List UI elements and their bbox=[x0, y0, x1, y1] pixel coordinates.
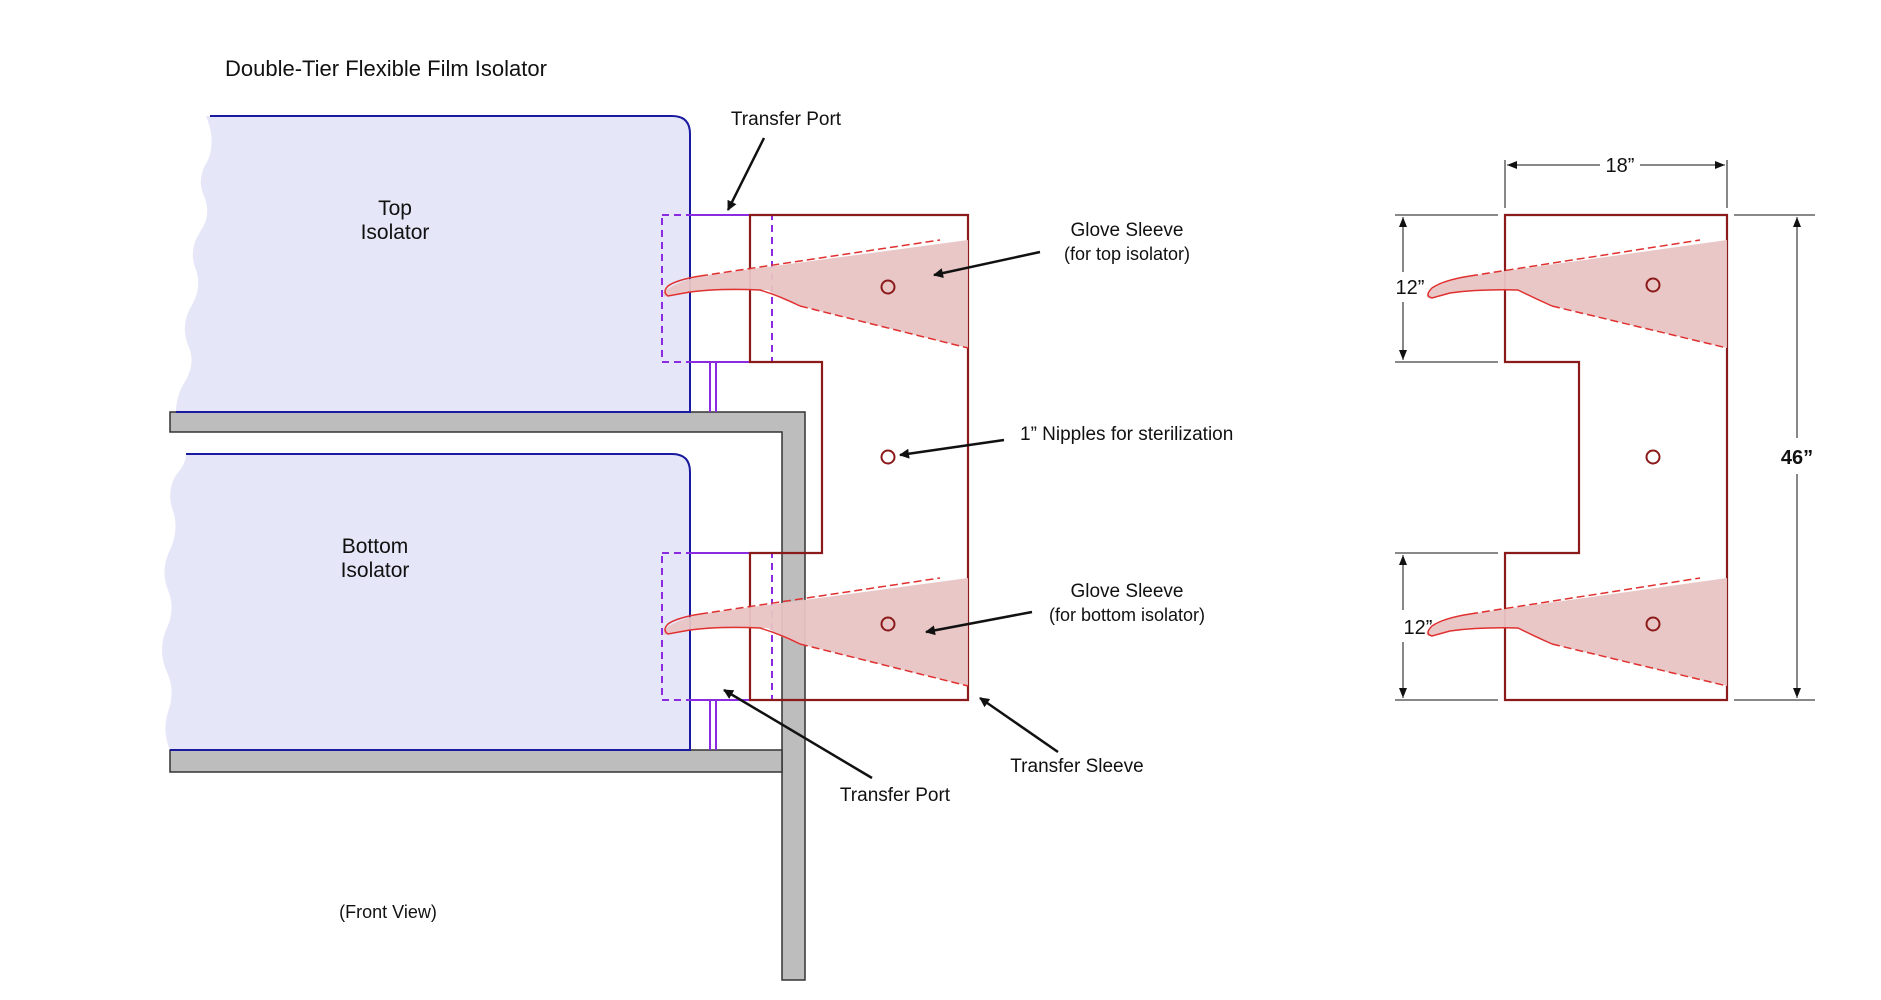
bottom-isolator: Bottom Isolator bbox=[162, 453, 691, 751]
glove-sleeve-top-front bbox=[663, 239, 969, 349]
arrow-nipples bbox=[899, 438, 1005, 459]
arrow-glove-sleeve-top bbox=[933, 250, 1041, 278]
label-glove-sleeve-bottom-line1: Glove Sleeve bbox=[1070, 581, 1183, 602]
dim-bottom-glove: 12” bbox=[1404, 617, 1433, 639]
bottom-isolator-label-line1: Bottom bbox=[342, 535, 409, 558]
transfer-sleeve-dimensioned bbox=[1426, 213, 1729, 702]
dimension-lines bbox=[1395, 160, 1815, 701]
label-transfer-sleeve: Transfer Sleeve bbox=[1010, 756, 1143, 777]
top-isolator-label-line1: Top bbox=[378, 197, 412, 220]
glove-sleeve-bottom-dim bbox=[1426, 577, 1728, 687]
dim-height: 46” bbox=[1781, 447, 1813, 469]
nipple-top-front bbox=[880, 279, 896, 295]
top-isolator: Top Isolator bbox=[176, 115, 691, 413]
label-transfer-port-bottom: Transfer Port bbox=[840, 785, 951, 806]
support-shelf bbox=[169, 411, 806, 981]
bottom-isolator-label-line2: Isolator bbox=[341, 559, 410, 582]
diagram-title: Double-Tier Flexible Film Isolator bbox=[225, 56, 547, 81]
arrow-glove-sleeve-bottom bbox=[925, 610, 1033, 636]
glove-sleeve-top-dim bbox=[1426, 239, 1728, 349]
front-view-label: (Front View) bbox=[339, 902, 437, 922]
glove-sleeve-bottom-front bbox=[663, 577, 969, 687]
arrow-transfer-port-top bbox=[726, 137, 766, 211]
nipple-middle-dim bbox=[1645, 449, 1661, 465]
label-glove-sleeve-top-line1: Glove Sleeve bbox=[1070, 220, 1183, 241]
nipple-bottom-front bbox=[880, 616, 896, 632]
arrow-transfer-port-bottom bbox=[723, 688, 873, 780]
nipple-middle-front bbox=[880, 449, 896, 465]
nipple-top-dim bbox=[1645, 277, 1661, 293]
label-glove-sleeve-top-line2: (for top isolator) bbox=[1064, 244, 1190, 264]
transfer-sleeve-front bbox=[748, 213, 970, 702]
label-glove-sleeve-bottom-line2: (for bottom isolator) bbox=[1049, 605, 1205, 625]
dim-top-glove: 12” bbox=[1396, 277, 1425, 299]
arrow-transfer-sleeve bbox=[979, 696, 1059, 754]
top-isolator-label-line2: Isolator bbox=[361, 221, 430, 244]
callout-arrows bbox=[723, 137, 1059, 780]
nipple-bottom-dim bbox=[1645, 616, 1661, 632]
dim-width: 18” bbox=[1606, 155, 1635, 177]
label-nipples: 1” Nipples for sterilization bbox=[1020, 424, 1233, 445]
label-transfer-port-top: Transfer Port bbox=[731, 109, 842, 130]
